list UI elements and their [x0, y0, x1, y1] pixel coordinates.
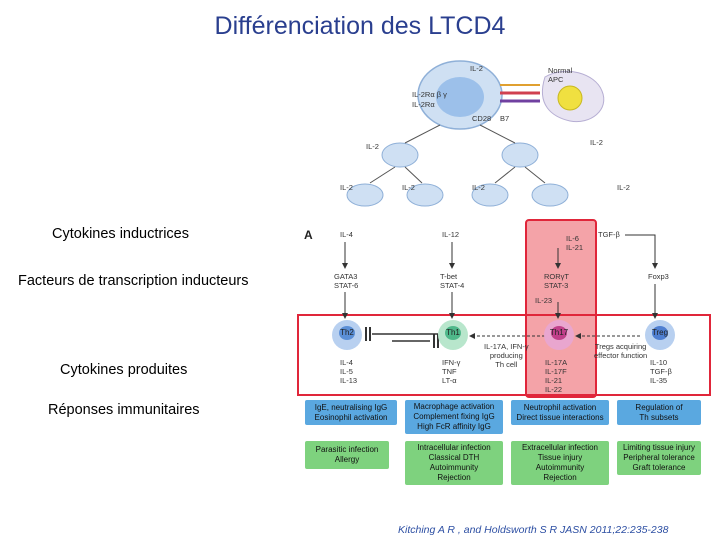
- apc-nucleus: [557, 85, 583, 111]
- treg-cell-label: Treg: [651, 328, 669, 337]
- inducer-th17: IL-6 IL-21: [566, 234, 584, 252]
- cytokines-th1: IFN-γ TNF LT-α: [442, 358, 461, 385]
- th17-cell: Th17: [544, 320, 574, 350]
- source-credit: Kitching A R , and Holdsworth S R JASN 2…: [398, 524, 669, 536]
- th1-cell-label: Th1: [446, 328, 460, 337]
- t-cell-nucleus: [436, 77, 484, 117]
- cytokines-highlight-box: [297, 314, 711, 396]
- il2-label-5: IL-2: [472, 183, 485, 192]
- tf-th17: RORγT STAT-3: [544, 272, 569, 290]
- il2-label-6: IL-2: [617, 183, 630, 192]
- inducer-treg: TGF-β: [598, 230, 620, 239]
- clonal-expansion-figure: [346, 60, 605, 207]
- page-title: Différenciation des LTCD4: [214, 12, 506, 40]
- response-th2: IgE, neutralising IgG Eosinophil activat…: [305, 400, 397, 425]
- response-th1: Macrophage activation Complement fixing …: [405, 400, 503, 434]
- il2-label-1: IL-2: [366, 142, 379, 151]
- cytokines-th17: IL-17A IL-17F IL-21 IL-22: [545, 358, 568, 394]
- cytokines-th2: IL-4 IL-5 IL-13: [340, 358, 358, 385]
- label-immune-responses: Réponses immunitaires: [48, 402, 200, 418]
- cd28-label: CD28: [472, 114, 492, 123]
- th17-highlight: [525, 219, 597, 398]
- panel-letter: A: [304, 228, 313, 242]
- response-treg: Regulation of Th subsets: [617, 400, 701, 425]
- tf-th2: GATA3 STAT-6: [334, 272, 359, 290]
- treg-cell: Treg: [645, 320, 675, 350]
- inducer-th1: IL-12: [442, 230, 460, 239]
- il2r-alpha-label: IL-2Rα: [412, 100, 435, 109]
- normal-apc-label: Normal APC: [548, 66, 573, 84]
- pathology-th1: Intracellular infection Classical DTH Au…: [405, 441, 503, 485]
- cytokines-treg: IL-10 TGF-β IL-35: [650, 358, 672, 385]
- response-th17: Neutrophil activation Direct tissue inte…: [511, 400, 609, 425]
- pathology-th17: Extracellular infection Tissue injury Au…: [511, 441, 609, 485]
- tf-th1: T-bet STAT-4: [440, 272, 465, 290]
- il2-top-label: IL-2: [470, 64, 483, 73]
- il2r-beta-label: IL-2Rα β γ: [412, 90, 447, 99]
- th2-cell: Th2: [332, 320, 362, 350]
- tf-treg: Foxp3: [648, 272, 669, 281]
- th1-cell: Th1: [438, 320, 468, 350]
- treg-note: Tregs acquiring effector function: [594, 342, 648, 360]
- il2-label-4: IL-2: [402, 183, 415, 192]
- pathology-treg: Limiting tissue injury Peripheral tolera…: [617, 441, 701, 475]
- b7-label: B7: [500, 114, 510, 123]
- pathway-arrows: [342, 234, 658, 348]
- th17-note: IL-17A, IFN-γ producing Th cell: [484, 342, 529, 369]
- th17-cell-label: Th17: [549, 328, 569, 337]
- inducer-th2: IL-4: [340, 230, 353, 239]
- il2-label-3: IL-2: [340, 183, 353, 192]
- th2-cell-label: Th2: [340, 328, 354, 337]
- label-transcription-factors: Facteurs de transcription inducteurs: [18, 273, 249, 289]
- il2-label-2: IL-2: [590, 138, 603, 147]
- pathology-th2: Parasitic infection Allergy: [305, 441, 389, 469]
- label-produced-cytokines: Cytokines produites: [60, 362, 188, 378]
- label-inducing-cytokines: Cytokines inductrices: [52, 226, 189, 242]
- th17-il23: IL-23: [535, 296, 553, 305]
